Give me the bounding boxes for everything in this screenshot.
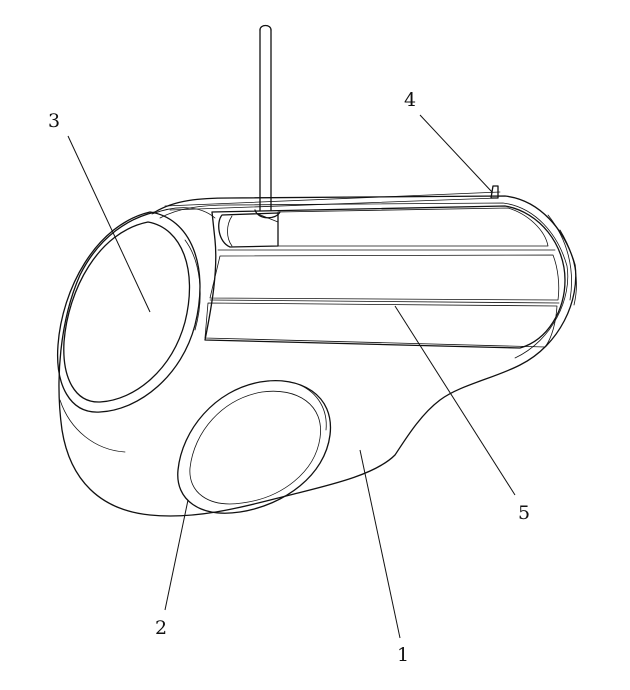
switch-tab <box>490 185 499 199</box>
housing-body <box>58 191 577 517</box>
label-3: 3 <box>48 110 60 132</box>
end-cap <box>56 207 216 453</box>
label-5: 5 <box>518 502 530 524</box>
rod <box>254 24 281 247</box>
side-window <box>177 380 332 514</box>
cutaway-section <box>204 205 566 349</box>
reference-numerals: 1 2 3 4 5 <box>48 89 530 666</box>
leader-lines <box>67 114 516 639</box>
leader-2 <box>164 499 189 611</box>
leader-5 <box>394 305 516 496</box>
label-2: 2 <box>155 617 167 639</box>
leader-3 <box>67 135 151 313</box>
leader-4 <box>419 114 493 193</box>
label-1: 1 <box>397 644 409 666</box>
leader-1 <box>359 449 401 639</box>
label-4: 4 <box>404 89 416 111</box>
